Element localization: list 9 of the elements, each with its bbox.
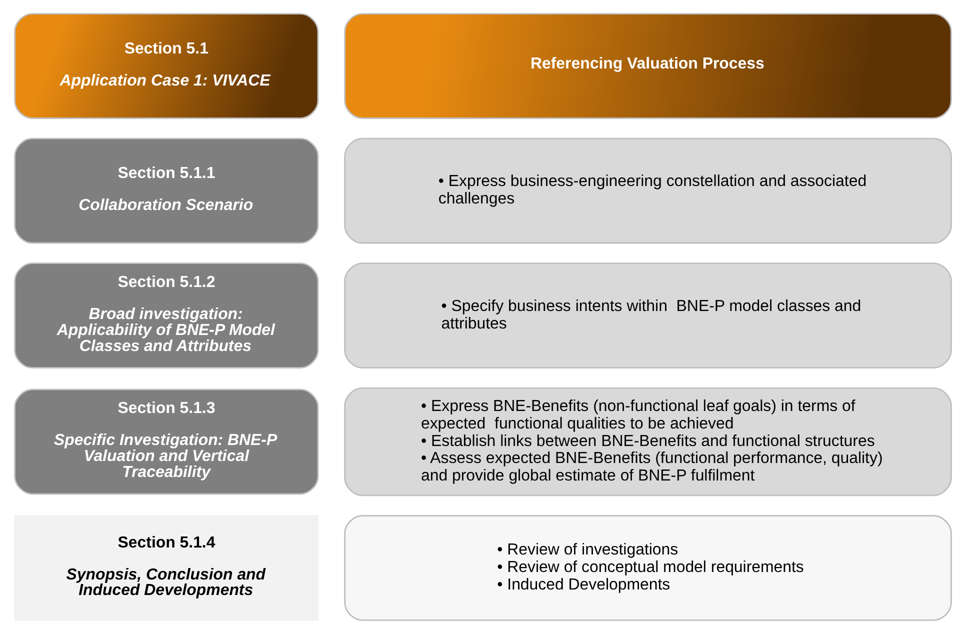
node-box: • Review of investigations • Review of conceptual model requirements • Induced Developments [344, 515, 952, 621]
node-box: Section 5.1.1 Collaboration Scenario [14, 138, 318, 244]
node-box: Section 5.1.3 Specific Investigation: BNE-P Valuation and Vertical Traceability [14, 388, 318, 495]
node-box: • Express BNE-Benefits (non-functional leaf goals) in terms of expected functional qualities to be achieved • Establish links between BNE-Benefits and functional structures • Assess expected BNE-Benefits (functional performance, quality) and provide global estimate of BNE-P fulfilment [344, 387, 952, 496]
node-box: • Specify business intents within BNE-P model classes and attributes [344, 262, 952, 368]
node-box: Section 5.1 Application Case 1: VIVACE [14, 13, 318, 119]
node-box: • Express business-engineering constellation and associated challenges [344, 138, 952, 244]
node-box: Referencing Valuation Process [344, 13, 952, 119]
node-box: Section 5.1.2 Broad investigation: Applicability of BNE-P Model Classes and Attributes [14, 262, 318, 368]
